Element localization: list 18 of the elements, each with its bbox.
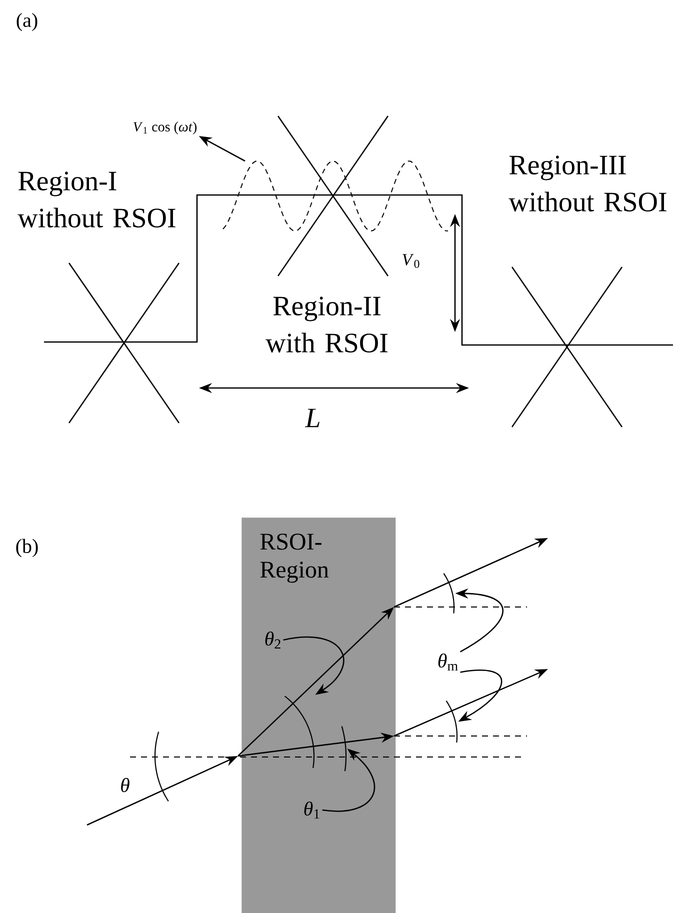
angle-arc xyxy=(446,700,458,743)
angle-arc xyxy=(154,732,169,802)
formula-label: V$_{1}$ cos (ωt) xyxy=(134,122,197,134)
angle-arc xyxy=(341,726,347,772)
region-label: Region-III without RSOI xyxy=(508,156,666,212)
leader-arrow xyxy=(283,636,344,695)
panel-label: (b) xyxy=(16,538,38,558)
angle-arc xyxy=(284,696,315,768)
region-label: Region-II with RSOI xyxy=(266,296,388,352)
angle-label: θ$_{m}$ xyxy=(438,653,458,671)
angle-label: θ$_{2}$ xyxy=(265,631,280,649)
angle-label: θ xyxy=(121,778,130,792)
panel-label: (a) xyxy=(16,12,38,32)
region-label: Region-I without RSOI xyxy=(18,172,176,228)
formula-label: L xyxy=(304,408,320,428)
angle-label: θ$_{1}$ xyxy=(304,801,320,819)
angle-arc xyxy=(443,573,455,614)
formula-label: V$_{0}$ xyxy=(402,254,420,268)
